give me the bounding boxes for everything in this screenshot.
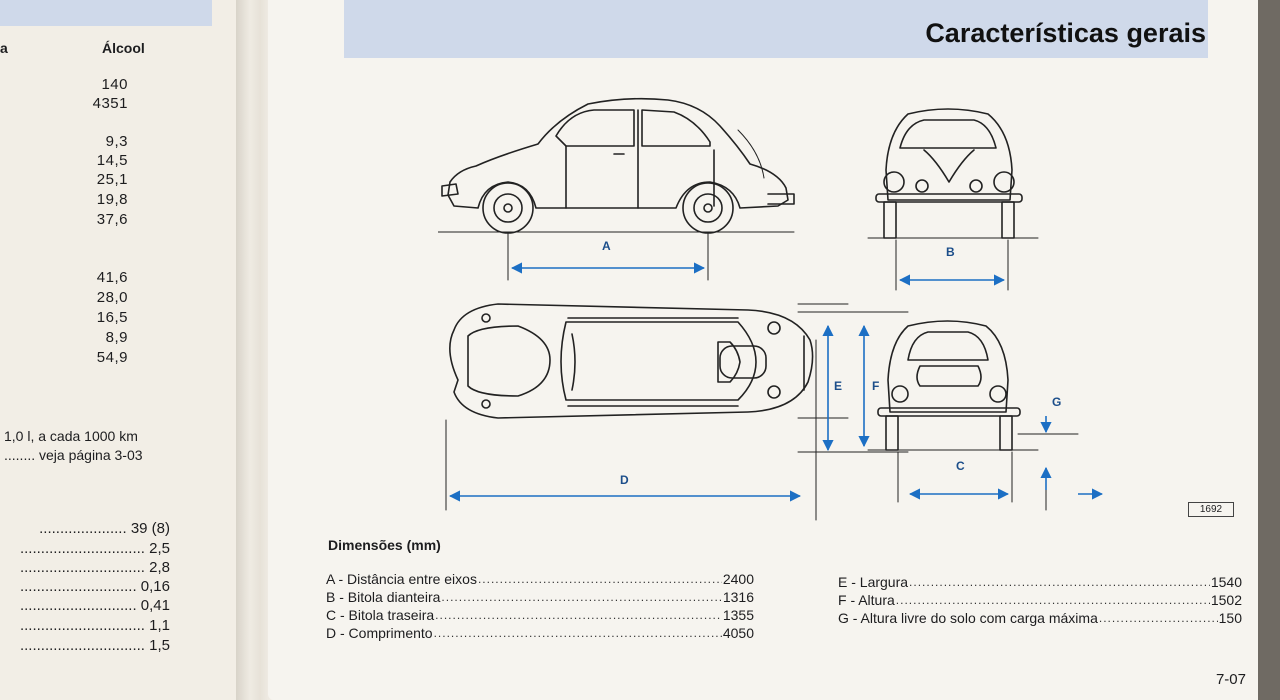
left-note: ........ veja página 3-03 bbox=[4, 447, 143, 463]
dimension-label-c: C bbox=[956, 459, 965, 473]
dimension-value: 2400 bbox=[722, 571, 754, 587]
dimension-label: E - Largura bbox=[838, 574, 909, 590]
figure-reference: 1692 bbox=[1188, 502, 1234, 517]
left-value: 28,0 bbox=[96, 289, 128, 306]
left-value: 41,6 bbox=[96, 269, 128, 286]
dimension-label: C - Bitola traseira bbox=[326, 607, 435, 623]
left-value: 16,5 bbox=[96, 309, 128, 326]
left-dotted-value: .............................. 2,8 bbox=[19, 559, 170, 576]
dimension-label-d: D bbox=[620, 473, 629, 487]
left-dotted-value: .............................. 2,5 bbox=[19, 540, 170, 557]
leader-dots bbox=[1099, 609, 1218, 627]
dimension-row: D - Comprimento 4050 bbox=[326, 624, 754, 642]
dimension-label-b: B bbox=[946, 245, 955, 259]
left-column-header-partial: a bbox=[0, 40, 8, 56]
leader-dots bbox=[441, 588, 721, 606]
top-view-car bbox=[449, 303, 814, 419]
dimension-value: 4050 bbox=[722, 625, 754, 641]
dimension-value: 150 bbox=[1218, 610, 1242, 626]
leader-dots bbox=[896, 591, 1210, 609]
dimension-label-f: F bbox=[872, 379, 879, 393]
dimension-value: 1540 bbox=[1210, 574, 1242, 590]
leader-dots bbox=[478, 570, 722, 588]
dimension-label: G - Altura livre do solo com carga máxim… bbox=[838, 610, 1098, 626]
left-value: 14,5 bbox=[96, 152, 128, 169]
left-value: 25,1 bbox=[96, 171, 128, 188]
left-value: 8,9 bbox=[105, 329, 128, 346]
dimension-label: D - Comprimento bbox=[326, 625, 433, 641]
page-number: 7-07 bbox=[1215, 671, 1246, 688]
left-dotted-value: ............................ 0,41 bbox=[19, 597, 170, 614]
left-dotted-value: ............................ 0,16 bbox=[19, 578, 170, 595]
rear-view-car bbox=[867, 320, 1039, 451]
dimension-row: A - Distância entre eixos 2400 bbox=[326, 570, 754, 588]
dimensions-list-left: A - Distância entre eixos 2400 B - Bitol… bbox=[326, 570, 754, 642]
dimension-row: E - Largura 1540 bbox=[838, 573, 1242, 591]
car-dimensions-drawing: A B D E F C G bbox=[438, 97, 1104, 521]
dimension-row: G - Altura livre do solo com carga máxim… bbox=[838, 609, 1242, 627]
left-value: 4351 bbox=[92, 95, 128, 112]
left-value: 37,6 bbox=[96, 211, 128, 228]
dimension-row: B - Bitola dianteira 1316 bbox=[326, 588, 754, 606]
side-view-car bbox=[438, 97, 795, 234]
leader-dots bbox=[909, 573, 1210, 591]
left-page: a Álcool 140 4351 9,3 14,5 25,1 19,8 37,… bbox=[0, 0, 252, 700]
dimension-label-a: A bbox=[602, 239, 611, 253]
dimension-value: 1316 bbox=[722, 589, 754, 605]
dimension-label: B - Bitola dianteira bbox=[326, 589, 441, 605]
left-header-band bbox=[0, 0, 212, 26]
dimensions-list-right: E - Largura 1540 F - Altura 1502 G - Alt… bbox=[838, 573, 1242, 627]
left-column-header-alcool: Álcool bbox=[102, 40, 145, 56]
left-dotted-value: .............................. 1,1 bbox=[19, 617, 170, 634]
right-page: Características gerais bbox=[268, 0, 1258, 700]
left-value: 9,3 bbox=[105, 133, 128, 150]
leader-dots bbox=[435, 606, 722, 624]
left-value: 140 bbox=[101, 76, 128, 93]
leader-dots bbox=[434, 624, 722, 642]
page-title: Características gerais bbox=[925, 18, 1206, 48]
dimension-label-e: E bbox=[834, 379, 842, 393]
dimension-value: 1502 bbox=[1210, 592, 1242, 608]
left-note: 1,0 l, a cada 1000 km bbox=[4, 428, 138, 444]
dimension-row: C - Bitola traseira 1355 bbox=[326, 606, 754, 624]
front-view-car bbox=[867, 108, 1039, 239]
dimension-value: 1355 bbox=[722, 607, 754, 623]
dimension-label: F - Altura bbox=[838, 592, 895, 608]
left-dotted-value: ..................... 39 (8) bbox=[39, 520, 170, 537]
left-value: 54,9 bbox=[96, 349, 128, 366]
dimension-row: F - Altura 1502 bbox=[838, 591, 1242, 609]
left-dotted-value: .............................. 1,5 bbox=[19, 637, 170, 654]
dimensions-title: Dimensões (mm) bbox=[328, 537, 441, 553]
left-value: 19,8 bbox=[96, 191, 128, 208]
header-band bbox=[344, 0, 1208, 58]
dimension-label: A - Distância entre eixos bbox=[326, 571, 477, 587]
dimension-label-g: G bbox=[1052, 395, 1061, 409]
